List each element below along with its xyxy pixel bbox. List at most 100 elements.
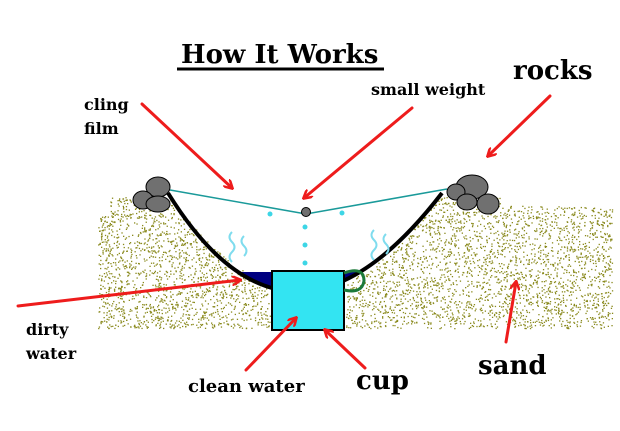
sand-grain bbox=[160, 234, 162, 236]
sand-grain bbox=[444, 242, 446, 244]
sand-grain bbox=[610, 307, 613, 309]
sand-grain bbox=[475, 298, 478, 300]
sand-grain bbox=[464, 316, 466, 318]
sand-grain bbox=[129, 267, 131, 269]
sand-grain bbox=[545, 280, 547, 282]
sand-grain bbox=[540, 322, 542, 324]
sand-grain bbox=[459, 306, 461, 308]
sand-grain bbox=[514, 245, 516, 247]
sand-grain bbox=[406, 323, 408, 325]
sand-grain bbox=[514, 325, 517, 328]
sand-grain bbox=[514, 213, 516, 215]
sand-grain bbox=[539, 258, 541, 260]
sand-grain bbox=[380, 311, 382, 313]
sand-grain bbox=[483, 318, 485, 320]
sand-grain bbox=[448, 279, 450, 281]
sand-grain bbox=[546, 303, 548, 305]
sand-grain bbox=[536, 228, 538, 230]
sand-grain bbox=[610, 247, 612, 249]
sand-grain bbox=[394, 306, 396, 308]
sand-grain bbox=[571, 239, 574, 241]
sand-grain bbox=[465, 306, 467, 308]
sand-grain bbox=[366, 275, 368, 278]
sand-grain bbox=[517, 210, 519, 213]
sand-grain bbox=[423, 318, 425, 320]
sand-grain bbox=[120, 320, 122, 322]
sand-grain bbox=[487, 294, 489, 296]
sand-grain bbox=[123, 317, 125, 320]
sand-grain bbox=[409, 292, 411, 294]
sand-grain bbox=[605, 213, 607, 215]
sand-grain bbox=[237, 295, 240, 297]
sand-grain bbox=[254, 288, 256, 290]
sand-grain bbox=[549, 224, 551, 226]
sand-grain bbox=[599, 279, 601, 281]
sand-grain bbox=[220, 292, 222, 294]
sand-grain bbox=[210, 273, 212, 276]
sand-grain bbox=[222, 285, 224, 287]
sand-grain bbox=[519, 245, 521, 247]
sand-grain bbox=[121, 257, 123, 260]
sand-grain bbox=[580, 321, 582, 324]
sand-grain bbox=[600, 208, 602, 211]
sand-grain bbox=[235, 288, 237, 290]
sand-grain bbox=[201, 265, 203, 267]
sand-grain bbox=[546, 291, 548, 293]
sand-grain bbox=[183, 305, 186, 307]
sand-grain bbox=[188, 297, 190, 299]
sand-grain bbox=[420, 299, 422, 301]
sand-grain bbox=[562, 320, 564, 323]
sand-grain bbox=[213, 325, 216, 327]
sand-grain bbox=[566, 324, 568, 327]
sand-grain bbox=[102, 263, 104, 265]
sand-grain bbox=[442, 316, 444, 318]
sand-grain bbox=[494, 305, 497, 308]
sand-grain bbox=[480, 325, 482, 327]
sand-grain bbox=[451, 221, 453, 223]
sand-grain bbox=[394, 261, 396, 263]
sand-grain bbox=[174, 312, 176, 314]
sand-grain bbox=[569, 325, 571, 328]
sand-grain bbox=[171, 325, 173, 327]
sand-grain bbox=[358, 307, 360, 309]
sand-grain bbox=[570, 274, 572, 276]
sand-grain bbox=[211, 256, 213, 258]
sand-grain bbox=[530, 253, 533, 255]
sand-grain bbox=[126, 281, 128, 283]
sand-grain bbox=[174, 307, 177, 309]
sand-grain bbox=[159, 270, 161, 272]
sand-grain bbox=[237, 273, 239, 276]
sand-grain bbox=[411, 323, 413, 325]
sand-grain bbox=[498, 234, 500, 236]
label-dirty-water: water bbox=[25, 344, 77, 363]
sand-grain bbox=[379, 266, 381, 268]
sand-grain bbox=[497, 249, 499, 252]
sand-grain bbox=[414, 317, 416, 319]
sand-grain bbox=[197, 278, 199, 280]
sand-grain bbox=[481, 265, 483, 267]
sand-grain bbox=[378, 274, 380, 276]
sand-grain bbox=[101, 239, 103, 241]
sand-grain bbox=[107, 240, 109, 242]
sand-grain bbox=[230, 319, 233, 321]
sand-grain bbox=[419, 291, 421, 293]
sand-grain bbox=[252, 308, 254, 311]
sand-grain bbox=[146, 311, 148, 313]
sand-grain bbox=[580, 252, 582, 254]
sand-grain bbox=[143, 210, 145, 212]
sand-grain bbox=[487, 299, 489, 301]
sand-grain bbox=[195, 286, 198, 288]
sand-grain bbox=[495, 232, 497, 234]
sand-grain bbox=[182, 288, 184, 290]
sand-grain bbox=[505, 302, 507, 305]
sand-grain bbox=[380, 276, 383, 278]
sand-grain bbox=[555, 293, 557, 295]
sand-grain bbox=[99, 311, 101, 313]
sand-grain bbox=[137, 317, 139, 319]
sand-grain bbox=[534, 321, 536, 323]
sand-grain bbox=[539, 255, 542, 257]
sand-grain bbox=[546, 211, 548, 214]
sand-grain bbox=[118, 252, 120, 255]
sand-grain bbox=[504, 301, 506, 304]
sand-grain bbox=[566, 327, 568, 329]
